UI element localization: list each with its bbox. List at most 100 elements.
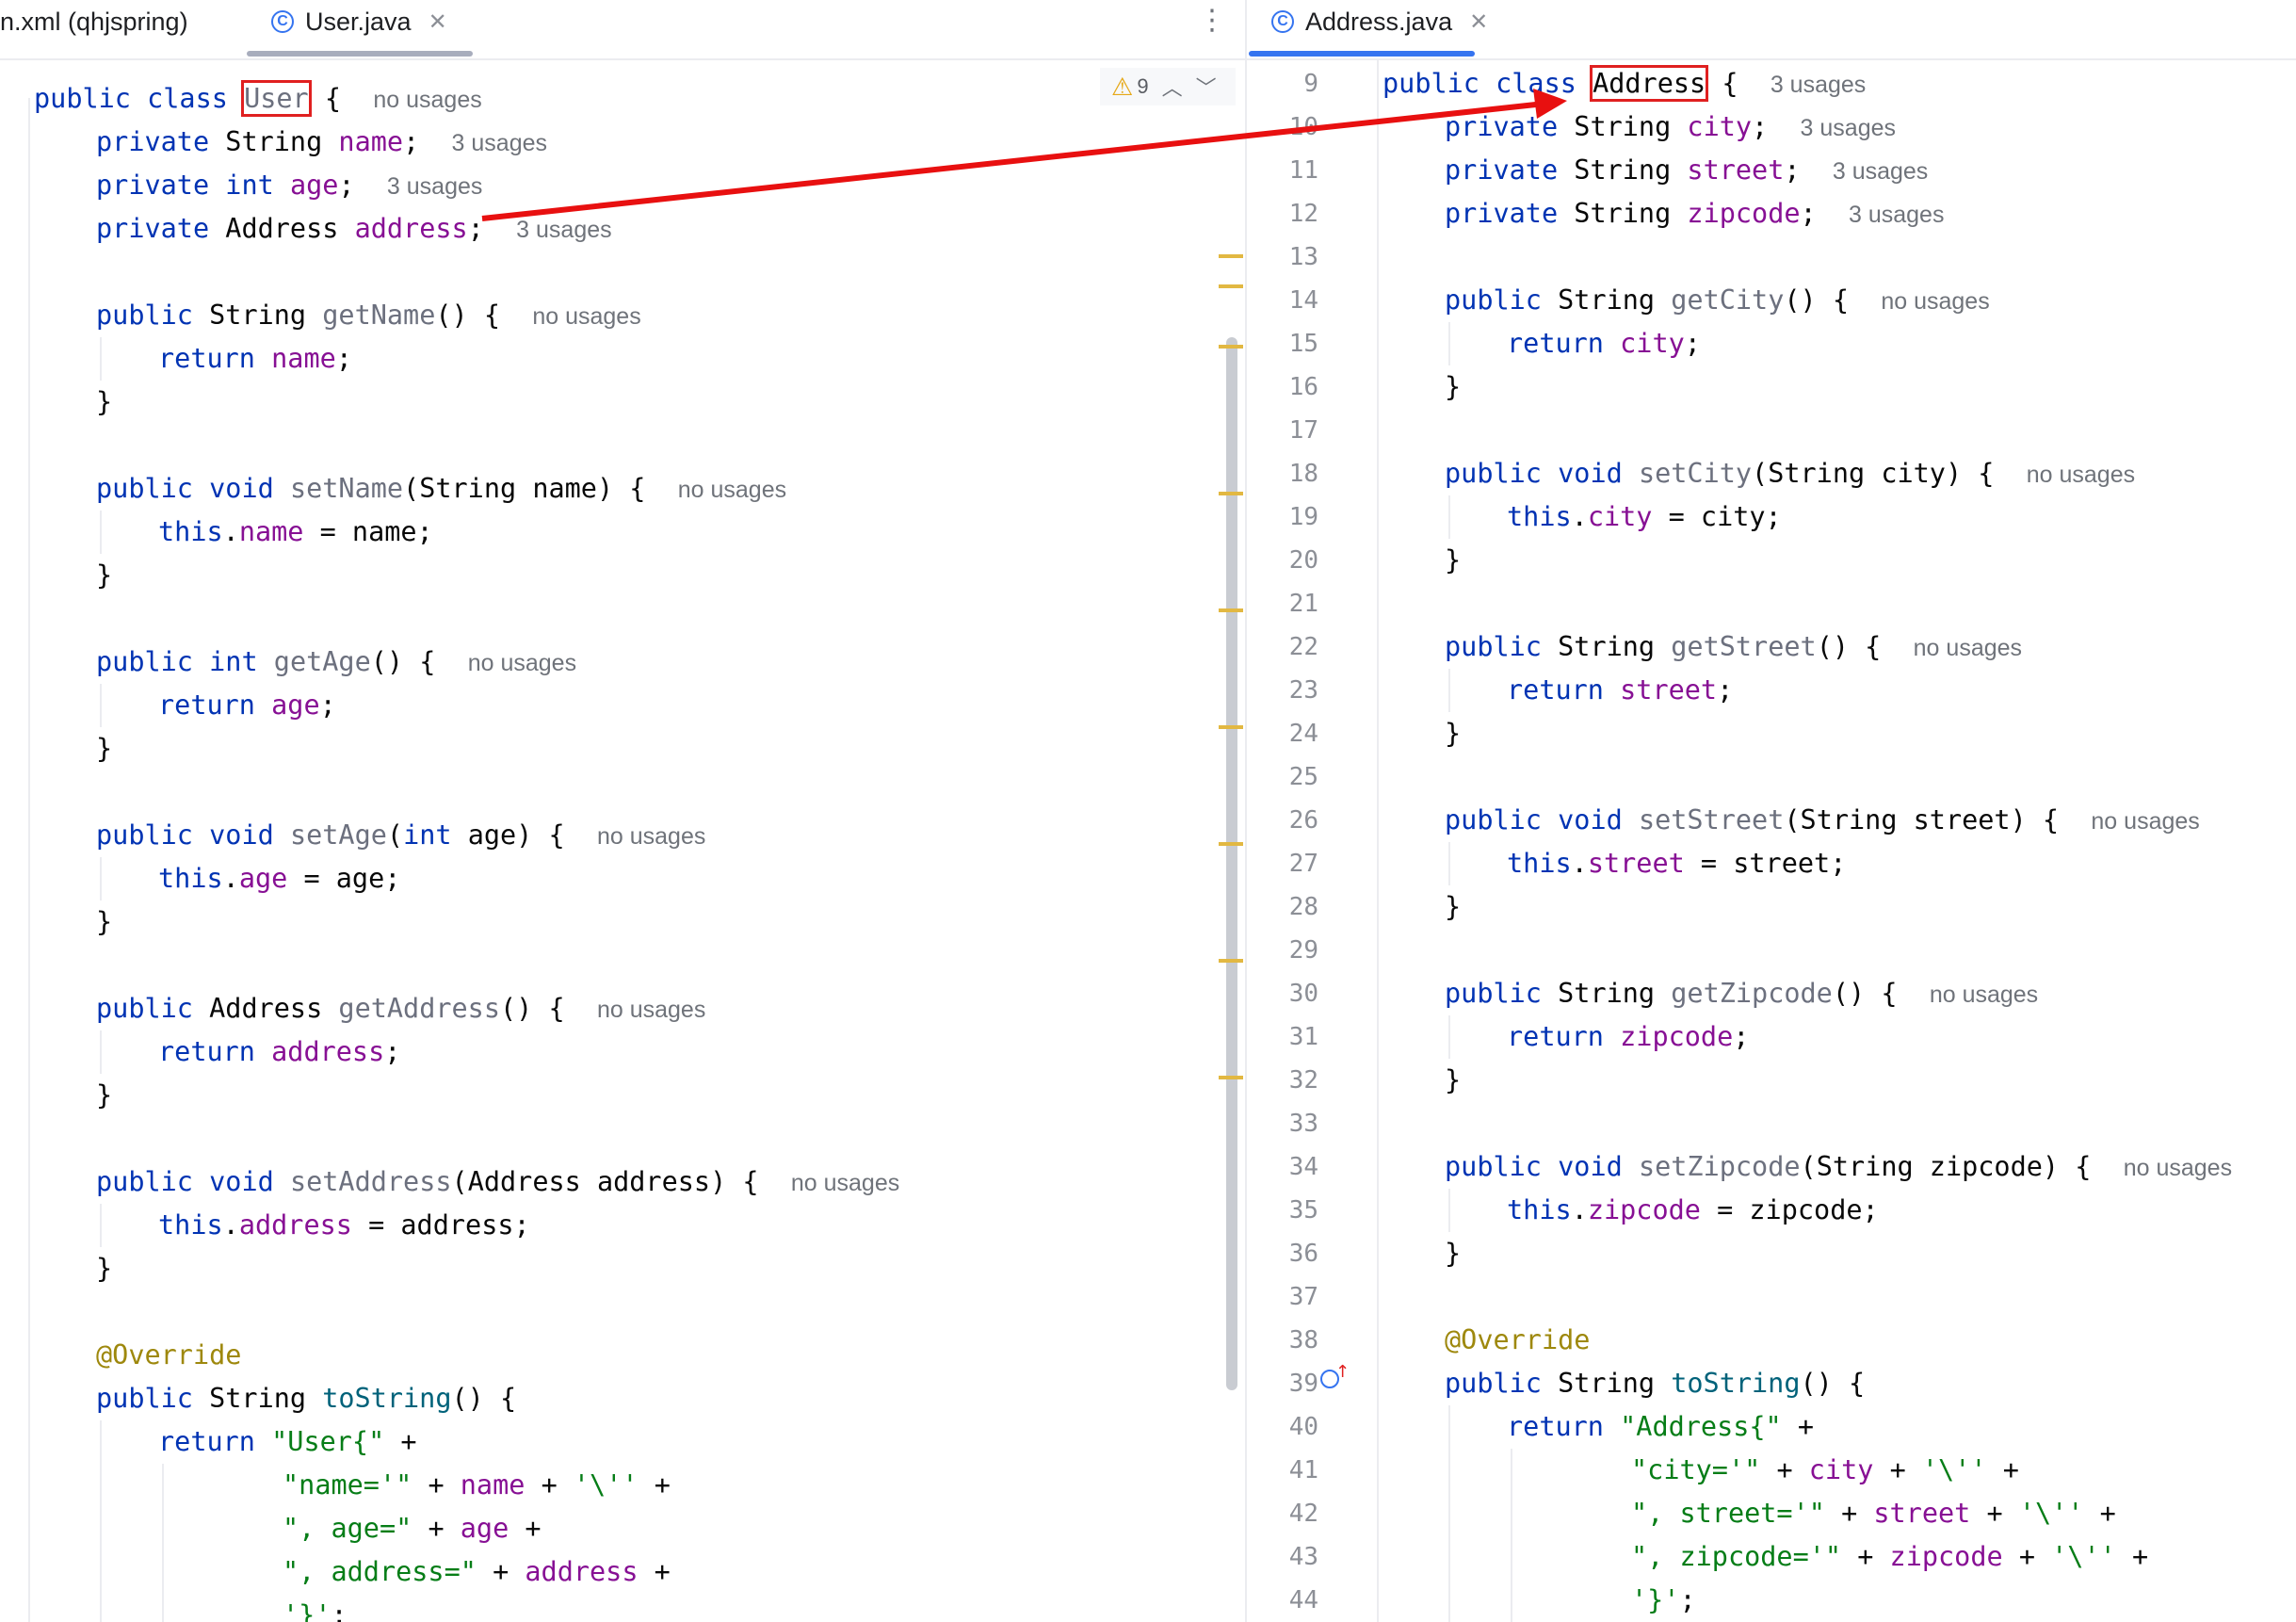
string-literal: '\'' (2051, 1541, 2116, 1572)
gutter-separator (1377, 60, 1379, 1622)
usages-hint: 3 usages (386, 173, 483, 200)
field-ref: street (1620, 674, 1718, 706)
usages-hint: no usages (596, 997, 706, 1023)
modifier: public (96, 1166, 193, 1197)
more-options-icon[interactable]: ⋮ (1198, 4, 1226, 37)
code-token: ; (1684, 328, 1701, 359)
usages-hint: no usages (2026, 462, 2136, 488)
string-literal: '\'' (2018, 1498, 2084, 1529)
close-icon[interactable]: ✕ (1469, 8, 1489, 35)
method-params: (Address address) (451, 1166, 727, 1197)
line-number: 27 (1288, 850, 1318, 878)
indent-guide (100, 511, 102, 554)
warning-stripe-mark[interactable] (1219, 842, 1243, 846)
closing-brace: } (96, 1079, 113, 1111)
warning-stripe-mark[interactable] (1219, 608, 1243, 612)
tab-address-java[interactable]: C Address.java ✕ (1271, 0, 1488, 43)
return-type: String (209, 300, 307, 331)
field-ref: street (1587, 848, 1685, 879)
body-keyword: return (158, 1426, 255, 1457)
method-name: setAge (289, 819, 387, 851)
indent-guide (100, 684, 102, 727)
method-name: setCity (1638, 458, 1753, 489)
field-name: street (1687, 154, 1785, 186)
method-body: return name; (158, 337, 352, 381)
tab-pom-xml[interactable]: n.xml (qhjspring) (0, 0, 188, 43)
method-body: return street; (1507, 669, 1733, 712)
field-type: Address (225, 213, 339, 244)
modifier: private (96, 213, 210, 244)
return-type: void (209, 819, 274, 851)
pane-divider[interactable] (1245, 0, 1247, 1622)
field-ref: street (1873, 1498, 1971, 1529)
indent-guide (1448, 495, 1450, 539)
line-number: 21 (1288, 590, 1318, 618)
code-token: ; (1733, 1021, 1750, 1052)
indent-guide (100, 337, 102, 381)
string-literal: '\'' (573, 1469, 639, 1500)
line-number: 44 (1288, 1586, 1318, 1614)
chevron-up-icon[interactable]: ︿ (1161, 76, 1183, 100)
field-ref: address (238, 1209, 352, 1241)
field-ref: zipcode (1889, 1541, 2003, 1572)
string-literal: '\'' (1921, 1454, 1987, 1485)
chevron-down-icon[interactable]: ﹀ (1195, 76, 1217, 100)
class-keyword: public class (34, 83, 228, 114)
modifier: public (96, 1383, 193, 1414)
closing-brace: } (1445, 1064, 1462, 1095)
field-declaration: private String city; 3 usages (1445, 111, 1896, 142)
warning-stripe-mark[interactable] (1219, 1076, 1243, 1079)
tab-user-java[interactable]: C User.java ✕ (271, 0, 447, 43)
return-type: void (1558, 1151, 1623, 1182)
editor-scrollbar[interactable] (1226, 337, 1237, 1390)
body-keyword: this (158, 1209, 223, 1241)
warnings-count: 9 (1137, 74, 1149, 98)
indent-guide (100, 1420, 102, 1622)
closing-brace: } (96, 733, 113, 764)
line-number: 18 (1288, 460, 1318, 488)
closing-brace: } (96, 386, 113, 417)
field-ref: name (271, 343, 336, 374)
method-params: (String zipcode) (1800, 1151, 2060, 1182)
field-ref: zipcode (1620, 1021, 1734, 1052)
warning-stripe-mark[interactable] (1219, 959, 1243, 963)
line-number: 38 (1288, 1326, 1318, 1354)
closing-brace: } (1445, 891, 1462, 922)
warning-stripe-mark[interactable] (1219, 345, 1243, 349)
return-type: String (1558, 631, 1656, 662)
inspection-widget[interactable]: ⚠ 9 ︿ ﹀ (1100, 68, 1236, 105)
line-number: 43 (1288, 1543, 1318, 1571)
field-ref: name (238, 516, 304, 547)
method-body: return address; (158, 1030, 400, 1074)
override-gutter-icon[interactable]: ↑ (1320, 1362, 1350, 1388)
usages-hint: no usages (2091, 808, 2200, 835)
usages-hint: 3 usages (516, 217, 612, 243)
line-number: 35 (1288, 1196, 1318, 1225)
warning-stripe-mark[interactable] (1219, 254, 1243, 258)
return-type: void (1558, 458, 1623, 489)
annotation: @Override (96, 1339, 242, 1371)
warning-stripe-mark[interactable] (1219, 492, 1243, 495)
field-declaration: private String zipcode; 3 usages (1445, 198, 1945, 229)
param-type: int (403, 819, 452, 851)
arrow-up-icon: ↑ (1335, 1362, 1350, 1382)
modifier: private (96, 126, 210, 157)
warning-icon: ⚠ (1111, 72, 1134, 101)
left-tab-bar: n.xml (qhjspring) C User.java ✕ ⋮ (0, 0, 1245, 60)
method-name: toString (1671, 1368, 1801, 1399)
warning-stripe-mark[interactable] (1219, 284, 1243, 288)
usages-hint: no usages (532, 303, 641, 330)
line-number: 9 (1303, 70, 1318, 98)
usages-hint: no usages (1881, 288, 1990, 315)
warning-stripe-mark[interactable] (1219, 725, 1243, 729)
method-body: this.zipcode = zipcode; (1507, 1194, 1879, 1225)
usages-hint: no usages (373, 87, 482, 113)
close-icon[interactable]: ✕ (428, 8, 447, 35)
gutter-separator (28, 98, 30, 1622)
method-signature: public int getAge() { no usages (96, 646, 577, 677)
field-ref: name (460, 1469, 525, 1500)
tab-label: n.xml (qhjspring) (0, 7, 188, 36)
active-tab-indicator (1249, 51, 1475, 57)
